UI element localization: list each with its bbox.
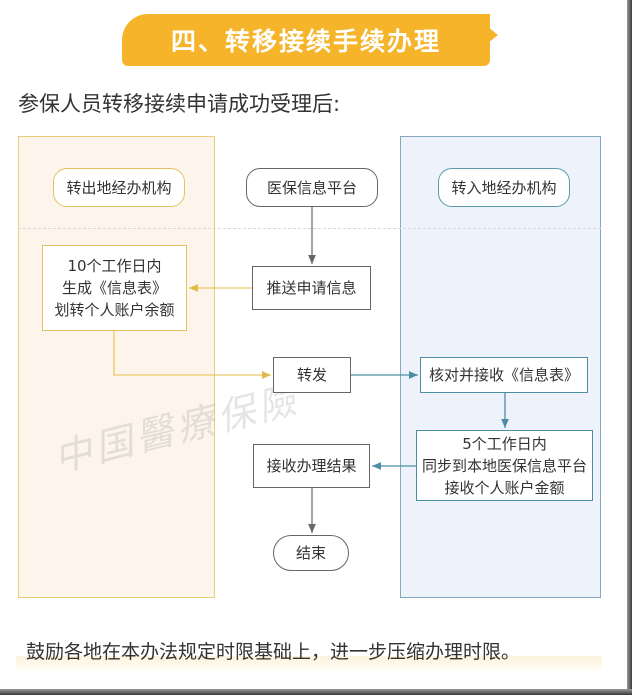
step-push-info: 推送申请信息: [252, 266, 371, 310]
step-receive-result: 接收办理结果: [253, 444, 370, 488]
step-end: 结束: [273, 535, 349, 571]
step-sync-platform: 5个工作日内 同步到本地医保信息平台 接收个人账户金额: [416, 430, 593, 501]
banner-tail: [488, 27, 498, 43]
step-generate-info-table: 10个工作日内 生成《信息表》 划转个人账户余额: [42, 245, 187, 331]
lane-header-transfer-out: 转出地经办机构: [53, 168, 185, 207]
step-forward: 转发: [273, 357, 351, 393]
footer-highlight: [16, 656, 602, 670]
step-line: 5个工作日内: [462, 434, 547, 453]
frame-shadow-bottom: [0, 689, 632, 695]
step-line: 同步到本地医保信息平台: [421, 456, 587, 475]
step-line: 划转个人账户余额: [54, 301, 175, 319]
footer-note: 鼓励各地在本办法规定时限基础上，进一步压缩办理时限。: [26, 641, 521, 663]
step-line: 10个工作日内: [67, 257, 162, 275]
step-line: 生成《信息表》: [61, 279, 167, 297]
section-title: 四、转移接续手续办理: [170, 27, 441, 56]
lane-header-transfer-in: 转入地经办机构: [438, 168, 570, 207]
lane-header-divider: [18, 228, 601, 229]
lane-header-platform: 医保信息平台: [246, 168, 378, 207]
step-line: 接收个人账户金额: [444, 478, 565, 497]
intro-text: 参保人员转移接续申请成功受理后:: [18, 92, 341, 116]
step-verify-receive: 核对并接收《信息表》: [420, 357, 588, 393]
section-banner: [122, 14, 490, 66]
frame-shadow-right: [627, 0, 632, 695]
